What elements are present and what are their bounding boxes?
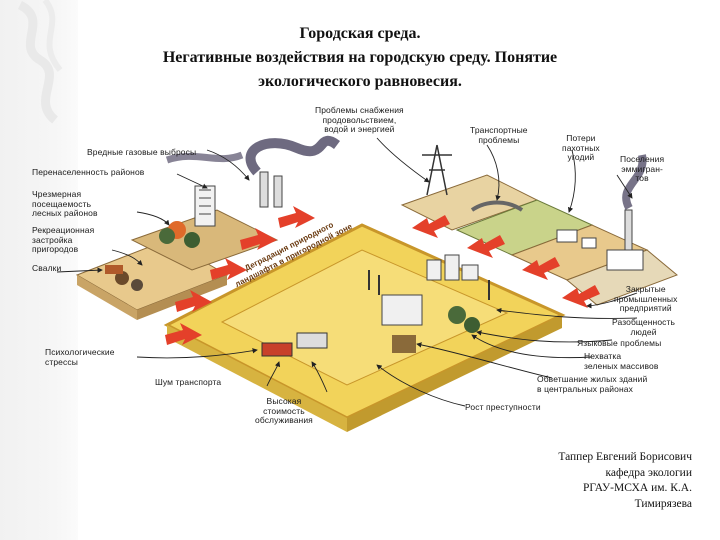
label-psych-stress: Психологические стрессы bbox=[45, 347, 115, 367]
label-recreational-building: Рекреационная застройка пригородов bbox=[32, 225, 95, 254]
credit-university-cont: Тимирязева bbox=[634, 497, 692, 510]
label-language-problems: Языковые проблемы bbox=[577, 338, 662, 348]
label-green-shortage: Нехватка зеленых массивов bbox=[584, 351, 659, 371]
title-line-2: Негативные воздействия на городскую сред… bbox=[162, 49, 558, 66]
label-emigrant-settlements: Поселения эммигран- тов bbox=[620, 154, 665, 183]
label-forest-overuse: Чрезмерная посещаемость лесных районов bbox=[32, 189, 98, 218]
side-ornament bbox=[17, 0, 63, 124]
label-transport-problems: Транспортные проблемы bbox=[470, 125, 528, 145]
title-line-1: Городская среда. bbox=[299, 25, 421, 42]
author-credit: Таппер Евгений Борисович кафедра экологи… bbox=[480, 450, 692, 512]
label-dumps: Свалки bbox=[32, 263, 62, 273]
label-overpopulation: Перенаселенность районов bbox=[32, 167, 145, 177]
label-high-service-cost: Высокая стоимость обслуживания bbox=[255, 396, 313, 425]
label-closed-enterprises: Закрытые промышленных предприятий bbox=[614, 284, 678, 313]
diagram-illustration bbox=[56, 135, 678, 432]
credit-department: кафедра экологии bbox=[605, 466, 692, 479]
urban-impact-diagram: Деградация природного ландшафта в пригор… bbox=[17, 100, 700, 440]
title-line-3: экологического равновесия. bbox=[258, 73, 462, 90]
label-harmful-emissions: Вредные газовые выбросы bbox=[87, 147, 197, 157]
label-supply-problems: Проблемы снабжения продовольствием, водо… bbox=[315, 105, 404, 134]
label-transport-noise: Шум транспорта bbox=[155, 377, 222, 387]
label-arable-loss: Потери пахотных угодий bbox=[562, 133, 600, 162]
callout-lines bbox=[56, 137, 638, 407]
label-crime-growth: Рост преступности bbox=[465, 402, 541, 412]
slide-title: Городская среда. Негативные воздействия … bbox=[80, 22, 640, 94]
scene-details bbox=[105, 135, 647, 357]
impact-arrows bbox=[165, 206, 600, 345]
credit-university: РГАУ-МСХА им. К.А. bbox=[582, 482, 692, 494]
label-social-isolation: Разобщенность людей bbox=[612, 317, 676, 337]
credit-author: Таппер Евгений Борисович bbox=[558, 451, 692, 463]
side-decoration-strip bbox=[0, 0, 78, 540]
label-housing-decay: Обветшание жилых зданий в центральных ра… bbox=[537, 374, 648, 394]
